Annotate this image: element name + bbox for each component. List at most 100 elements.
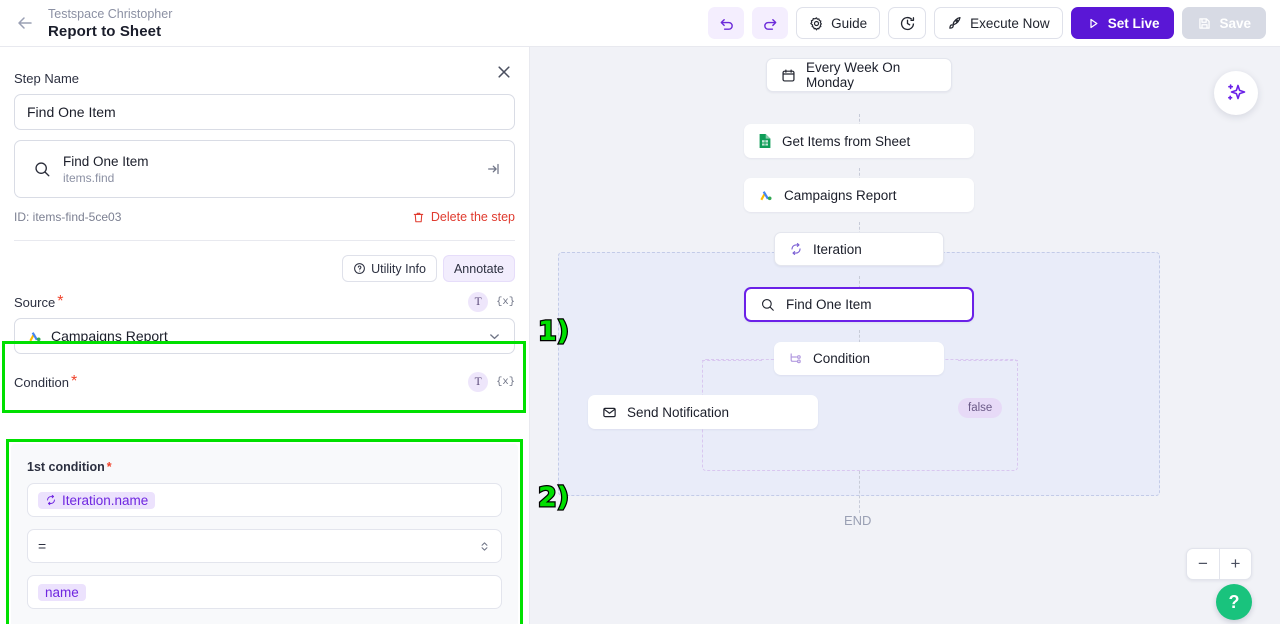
loop-icon: [45, 494, 57, 506]
envelope-icon: [602, 405, 617, 420]
delete-step-button[interactable]: Delete the step: [412, 210, 515, 224]
node-label: Get Items from Sheet: [782, 133, 911, 149]
source-text-mode-chip[interactable]: T: [468, 292, 489, 312]
condition-left-token: Iteration.name: [38, 491, 156, 509]
play-icon: [1090, 18, 1098, 28]
operation-title: Find One Item: [63, 153, 149, 169]
google-sheets-glyph: [759, 134, 771, 148]
tab-annotate[interactable]: Annotate: [442, 255, 515, 282]
title-block: Testspace Christopher Report to Sheet: [48, 6, 172, 41]
tab-utility-info[interactable]: Utility Info: [342, 255, 437, 282]
node-campaigns-report[interactable]: Campaigns Report: [744, 178, 974, 212]
flow-canvas[interactable]: true false Every Week On Monday Get Item…: [530, 47, 1280, 624]
loop-icon: [789, 242, 803, 256]
condition-variable-mode-chip[interactable]: {x}: [496, 376, 515, 388]
condition-label: Condition: [14, 374, 69, 390]
undo-icon: [720, 18, 733, 30]
condition-operator-value: =: [38, 538, 47, 554]
google-ads-icon: [27, 328, 43, 344]
step-name-input[interactable]: Find One Item: [14, 94, 515, 130]
condition-section-header: Condition* T {x}: [14, 372, 515, 392]
workspace-name: Testspace Christopher: [48, 6, 173, 21]
search-icon: [760, 297, 776, 313]
node-label: Find One Item: [786, 297, 872, 312]
node-every-week-on-monday[interactable]: Every Week On Monday: [766, 58, 952, 92]
rocket-icon: [949, 17, 961, 29]
google-ads-icon: [758, 187, 774, 203]
first-condition-text: 1st condition: [27, 460, 105, 474]
node-label: Send Notification: [627, 404, 730, 420]
header-toolbar: Guide Execute Now Set Live: [708, 7, 1266, 39]
source-section-header: Source* T {x}: [14, 292, 515, 312]
annotation-marker-1: 1): [537, 315, 571, 349]
operation-subtitle: items.find: [63, 170, 115, 185]
chevron-down-icon: [487, 329, 502, 344]
close-icon: [498, 66, 510, 78]
first-condition-label: 1st condition*: [27, 460, 518, 474]
condition-right-input[interactable]: name: [27, 575, 502, 609]
tab-utility-info-label: Utility Info: [371, 261, 426, 276]
google-sheets-icon: [758, 133, 772, 149]
condition-left-value: Iteration.name: [62, 492, 149, 508]
node-find-one-item[interactable]: Find One Item: [744, 287, 974, 322]
node-iteration[interactable]: Iteration: [774, 232, 944, 266]
source-required-mark: *: [57, 293, 64, 310]
condition-operator-select[interactable]: =: [27, 529, 502, 563]
help-button[interactable]: ?: [1216, 584, 1252, 620]
sparkle-icon: [1228, 84, 1246, 100]
step-meta-row: ID: items-find-5ce03 Delete the step: [14, 210, 515, 224]
node-get-items-from-sheet[interactable]: Get Items from Sheet: [744, 124, 974, 158]
execute-now-button[interactable]: Execute Now: [934, 7, 1063, 39]
delete-step-label: Delete the step: [430, 210, 515, 224]
zoom-in-button[interactable]: +: [1219, 549, 1251, 579]
end-label: END: [844, 513, 872, 528]
execute-now-label: Execute Now: [970, 15, 1050, 31]
search-icon: [27, 160, 57, 179]
node-label: Every Week On Monday: [806, 60, 901, 90]
up-down-chevron-icon: [478, 540, 491, 553]
trash-icon: [413, 212, 424, 222]
set-live-button[interactable]: Set Live: [1070, 7, 1175, 39]
zoom-controls: − +: [1186, 548, 1252, 580]
enter-arrow-icon[interactable]: [486, 161, 502, 177]
annotation-marker-2: 2): [537, 481, 571, 515]
back-button[interactable]: [8, 6, 42, 40]
node-condition[interactable]: Condition: [774, 342, 944, 375]
source-select[interactable]: Campaigns Report: [14, 318, 515, 354]
google-ads-glyph: [760, 191, 772, 201]
history-button[interactable]: [888, 7, 927, 39]
condition-left-input[interactable]: Iteration.name: [27, 483, 502, 517]
source-variable-mode-chip[interactable]: {x}: [496, 296, 515, 308]
step-config-panel: Step Name Find One Item Find One Item it…: [0, 47, 530, 624]
question-circle-icon: [354, 263, 365, 274]
step-name-value: Find One Item: [27, 104, 116, 120]
node-label: Campaigns Report: [784, 187, 897, 203]
first-condition-required-mark: *: [106, 460, 112, 474]
branch-icon: [788, 351, 803, 366]
node-send-notification[interactable]: Send Notification: [588, 395, 818, 429]
guide-button[interactable]: Guide: [796, 7, 881, 39]
operation-card[interactable]: Find One Item items.find: [14, 140, 515, 198]
badge-false: false: [958, 398, 1003, 418]
calendar-icon: [781, 68, 796, 83]
connector-false-line: [958, 360, 1018, 361]
save-button[interactable]: Save: [1182, 7, 1266, 39]
save-disk-icon: [1199, 17, 1211, 29]
redo-button[interactable]: [752, 7, 789, 39]
clock-history-icon: [900, 16, 914, 30]
google-ads-glyph: [29, 332, 41, 342]
gear-icon: [810, 16, 823, 30]
source-label: Source: [14, 294, 56, 310]
node-label: Condition: [813, 351, 871, 366]
save-label: Save: [1219, 15, 1251, 31]
condition-text-mode-chip[interactable]: T: [468, 372, 489, 392]
zoom-out-button[interactable]: −: [1198, 554, 1208, 573]
panel-tabs: Utility Info Annotate: [0, 255, 515, 282]
ai-assistant-button[interactable]: [1214, 71, 1258, 115]
undo-button[interactable]: [708, 7, 745, 39]
guide-label: Guide: [831, 15, 868, 31]
close-panel-button[interactable]: [493, 61, 515, 83]
condition-required-mark: *: [70, 373, 78, 390]
node-label: Iteration: [813, 241, 862, 257]
tab-annotate-label: Annotate: [453, 261, 504, 276]
